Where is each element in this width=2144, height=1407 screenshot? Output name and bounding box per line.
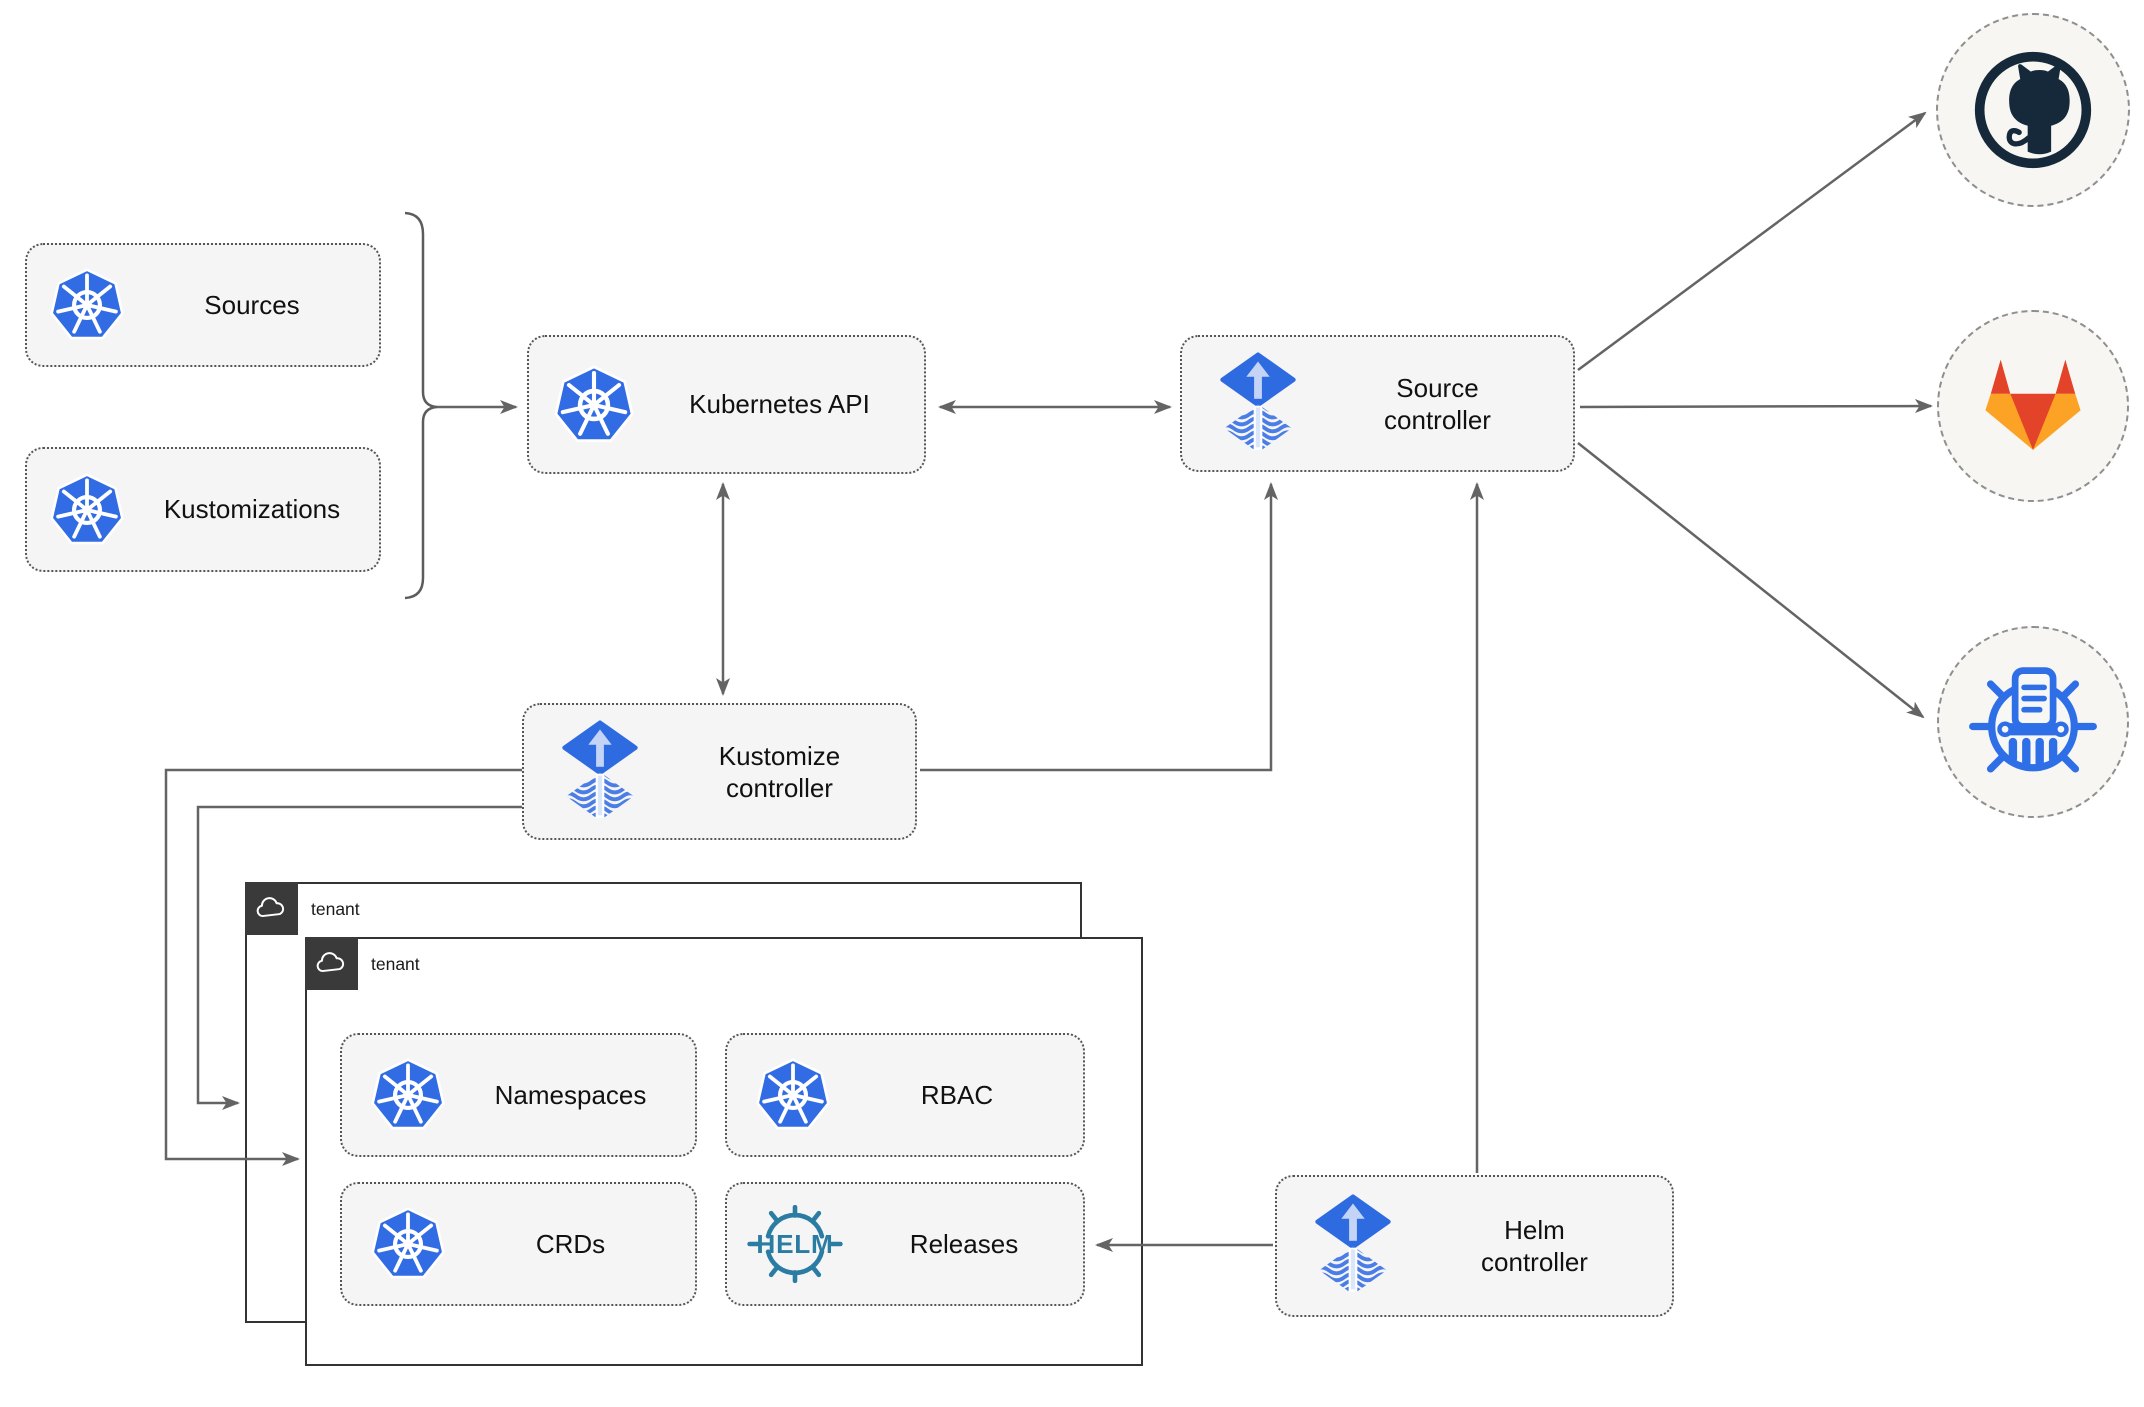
node-label: RBAC xyxy=(920,1079,994,1110)
kubernetes-icon xyxy=(553,364,635,446)
node-sources: Sources xyxy=(25,243,381,367)
gitlab-target xyxy=(1937,310,2129,502)
node-crds: CRDs xyxy=(340,1182,697,1306)
kubernetes-icon xyxy=(49,267,125,343)
bucket-target xyxy=(1937,626,2129,818)
gitlab-icon xyxy=(1972,345,2094,467)
github-icon xyxy=(1969,46,2097,174)
node-label: CRDs xyxy=(535,1228,606,1259)
node-label: Kustomize controller xyxy=(718,740,841,803)
edge-kustomize-source xyxy=(920,482,1278,772)
node-label: Source controller xyxy=(1384,372,1491,435)
tenant-inner-label: tenant xyxy=(371,954,420,974)
tenant-outer-header xyxy=(244,881,298,935)
cloud-icon xyxy=(314,952,348,975)
tenant-outer-label: tenant xyxy=(311,899,360,919)
kubernetes-icon xyxy=(370,1206,446,1282)
node-kubernetes-api: Kubernetes API xyxy=(527,335,926,474)
node-kustomize-controller: Kustomize controller xyxy=(522,703,917,840)
node-label: Namespaces xyxy=(494,1079,647,1110)
node-label: Releases xyxy=(909,1228,1019,1259)
node-label: Kubernetes API xyxy=(689,389,870,419)
flux-icon xyxy=(1214,352,1302,456)
node-namespaces: Namespaces xyxy=(340,1033,697,1157)
kubernetes-icon xyxy=(370,1057,446,1133)
node-label: Kustomizations xyxy=(163,494,341,524)
helm-logo xyxy=(745,1205,845,1283)
edge-source-github xyxy=(1577,111,1927,372)
node-helm-controller: Helm controller xyxy=(1275,1175,1674,1317)
flux-icon xyxy=(556,720,644,824)
tenant-inner-header xyxy=(304,936,358,990)
bucket-storage-icon xyxy=(1966,655,2100,789)
kubernetes-icon xyxy=(755,1057,831,1133)
node-source-controller: Source controller xyxy=(1180,335,1575,472)
github-target xyxy=(1936,13,2130,207)
node-releases: Releases xyxy=(725,1182,1085,1306)
brace-sources-group xyxy=(404,211,438,600)
kubernetes-icon xyxy=(49,472,125,548)
node-kustomizations: Kustomizations xyxy=(25,447,381,572)
flux-icon xyxy=(1309,1194,1397,1298)
cloud-icon xyxy=(254,897,288,920)
node-label: Helm controller xyxy=(1481,1215,1588,1277)
edge-source-gitlab xyxy=(1579,399,1933,414)
node-rbac: RBAC xyxy=(725,1033,1085,1157)
node-label: Sources xyxy=(204,289,300,320)
edge-source-bucket xyxy=(1577,442,1925,719)
